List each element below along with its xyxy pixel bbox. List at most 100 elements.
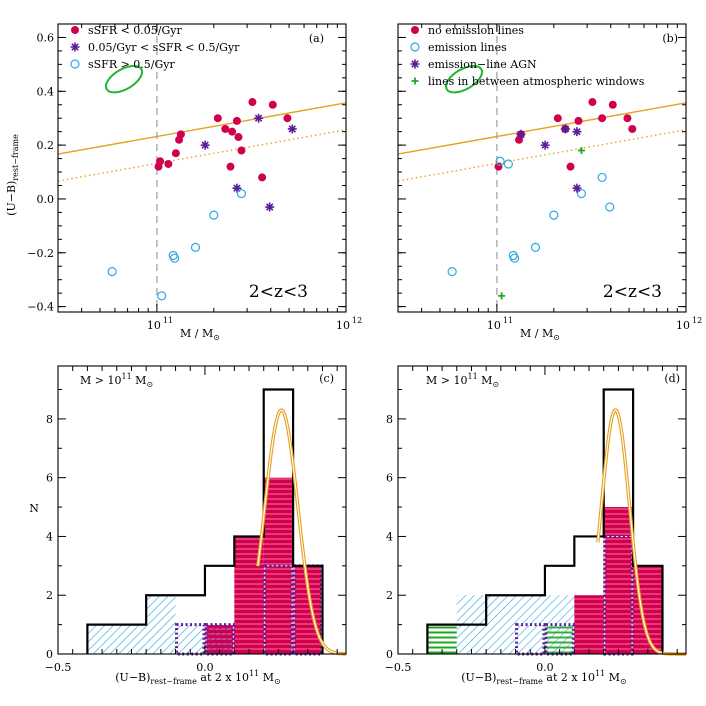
panel-c-ytick-label: 8: [46, 413, 53, 426]
panel-d-bar: [574, 595, 604, 654]
panel-a-point: [228, 127, 237, 136]
panel-d-bar-outline: [515, 623, 546, 656]
panel-a-xtick-label: 10: [147, 319, 161, 332]
panel-b-point: [605, 202, 615, 212]
panel-a-point: [176, 130, 185, 139]
panel-a-xtick-label: 10: [336, 319, 350, 332]
panel-a-point: [209, 210, 219, 220]
panel-c-bar: [146, 595, 176, 654]
panel-a-ytick-label: −0.2: [27, 247, 54, 260]
panel-b-point: [553, 114, 562, 123]
panel-b-point: [628, 124, 637, 133]
panel-c-ytick-label: 6: [46, 472, 53, 485]
panel-a-point: [258, 173, 267, 182]
panel-d-bar-outline: [544, 623, 575, 656]
panel-b-point: [574, 116, 583, 125]
panel-a-point: [254, 113, 264, 123]
panel-d-bar: [603, 507, 634, 654]
panel-b-point: [447, 267, 457, 277]
panel-b-point: [588, 98, 597, 107]
panel-b-xtick-exp: 12: [692, 316, 702, 325]
panel-c-xtick-label: −0.5: [45, 661, 72, 674]
panel-a-legend-label: sSFR > 0.5/Gyr: [88, 58, 176, 71]
panel-b-point: [494, 162, 503, 171]
panel-b-xtick-exp: 11: [503, 316, 513, 325]
panel-b-legend-label: emission lines: [428, 41, 507, 54]
panel-a-error-ellipse: [104, 64, 144, 94]
panel-c-bar-outline: [204, 623, 235, 656]
panel-b-point: [560, 124, 570, 134]
panel-a-point: [221, 124, 230, 133]
panel-d-ytick-label: 4: [386, 530, 393, 543]
panel-d-xtick-label: 0.0: [536, 661, 554, 674]
panel-b-point: [509, 253, 520, 263]
panel-a-xtick-exp: 11: [163, 316, 173, 325]
panel-c-xlabel: (U−B)rest−frame at 2 x 1011 M⊙: [115, 669, 280, 686]
panel-d-total-histogram: [426, 388, 664, 654]
panel-c-label: (c): [319, 372, 334, 385]
panel-c-ylabel: N: [29, 502, 39, 515]
panel-a-point: [107, 267, 117, 277]
panel-b-legend-label: lines in between atmospheric windows: [428, 75, 645, 88]
panel-a-ytick-label: 0.4: [37, 85, 55, 98]
panel-d-bar: [486, 595, 516, 654]
panel-d-ytick-label: 8: [386, 413, 393, 426]
panel-d-ytick-label: 6: [386, 472, 393, 485]
panel-a-point: [213, 114, 222, 123]
panel-a-ytick-label: 0.2: [37, 139, 55, 152]
panel-a-point: [226, 162, 235, 171]
panel-a-fit-line: [57, 102, 347, 155]
panel-b-fit-line-offset: [397, 129, 687, 182]
panel-d-annotation: M > 1011 M⊙: [426, 372, 499, 389]
panel-a-ytick-label: 0.6: [37, 31, 55, 44]
panel-b-point: [549, 210, 559, 220]
panel-b-point: [577, 147, 585, 155]
panel-d-plot: 0 2 4 6 8 −0.5 0.0: [385, 365, 687, 674]
panel-a-point: [236, 188, 247, 199]
panel-d-ytick-label: 2: [386, 589, 393, 602]
panel-b-point: [576, 188, 587, 199]
panel-b-fit-line: [397, 102, 687, 155]
panel-b-legend-label: no emission lines: [428, 24, 524, 37]
panel-a-legend-marker: [70, 59, 80, 69]
panel-a-point: [287, 124, 297, 134]
panel-c-ytick-label: 2: [46, 589, 53, 602]
panel-b-point: [530, 242, 541, 253]
panel-a-frame: [57, 23, 347, 313]
panel-a-point: [248, 98, 257, 107]
panel-b-error-ellipse: [444, 64, 484, 94]
panel-d-ytick-label: 0: [386, 648, 393, 661]
panel-b-point: [597, 172, 607, 183]
panel-a-point: [169, 253, 180, 263]
panel-a-point: [234, 133, 243, 142]
panel-a-ytick-label: 0.0: [37, 193, 55, 206]
panel-b-annotation: 2<z<3: [603, 282, 662, 302]
panel-a-point: [171, 149, 180, 158]
panel-a-ytick-label: −0.4: [27, 301, 54, 314]
panel-b-xtick-label: 10: [487, 319, 501, 332]
panel-a-annotation: 2<z<3: [249, 282, 308, 302]
panel-b-label: (b): [662, 32, 678, 45]
panel-b-point: [572, 183, 582, 193]
panel-d-xlabel: (U−B)rest−frame at 2 x 1011 M⊙: [461, 669, 626, 686]
panel-d-xtick-label: −0.5: [385, 661, 412, 674]
panel-a-point: [237, 146, 246, 155]
panel-b-point: [498, 292, 506, 300]
panel-c-ytick-label: 4: [46, 530, 53, 543]
panel-b-legend-marker: [411, 77, 419, 85]
panel-c-bar-outline: [175, 623, 206, 656]
panel-a-point: [200, 140, 210, 150]
panel-b-point: [566, 162, 575, 171]
panel-b-legend-label: emission−line AGN: [428, 58, 537, 71]
panel-c-frame: [57, 365, 347, 655]
panel-c-bar-outline: [263, 564, 294, 656]
panel-b-point: [516, 129, 526, 139]
